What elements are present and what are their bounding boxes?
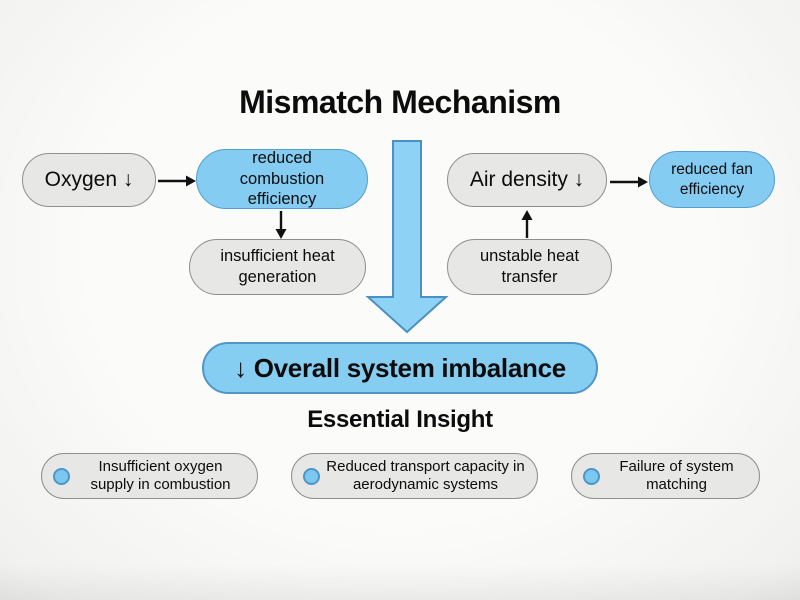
arrow-oxygen-to-combustion-icon xyxy=(158,175,196,187)
node-reduced-fan-efficiency-label: reduced fan efficiency xyxy=(671,161,753,198)
insight-pill-system-matching: Failure of system matching xyxy=(571,453,760,499)
node-air-density: Air density ↓ xyxy=(447,153,607,207)
bullet-dot-icon xyxy=(303,467,320,485)
node-reduced-combustion-efficiency-label: reduced combustion efficiency xyxy=(239,149,325,209)
node-air-density-label: Air density ↓ xyxy=(469,167,585,191)
node-reduced-combustion-efficiency: reduced combustion efficiency xyxy=(196,149,368,209)
node-unstable-heat-transfer: unstable heat transfer xyxy=(447,239,612,295)
node-oxygen: Oxygen ↓ xyxy=(22,153,156,207)
banner-label: ↓ Overall system imbalance xyxy=(234,352,566,383)
insight-pill-label: Insufficient oxygen supply in combustion xyxy=(90,457,231,493)
arrow-density-to-fan-icon xyxy=(610,176,648,188)
node-reduced-fan-efficiency: reduced fan efficiency xyxy=(649,151,775,208)
insight-pill-oxygen-supply: Insufficient oxygen supply in combustion xyxy=(41,453,258,499)
node-insufficient-heat-generation: insufficient heat generation xyxy=(189,239,366,295)
insight-pill-transport-capacity: Reduced transport capacity in aerodynami… xyxy=(291,453,538,499)
bullet-dot-icon xyxy=(53,467,70,485)
node-insufficient-heat-generation-label: insufficient heat generation xyxy=(220,247,335,286)
bullet-dot-icon xyxy=(583,467,600,485)
arrow-transfer-to-density-icon xyxy=(521,210,533,238)
essential-insight-heading: Essential Insight xyxy=(307,406,493,433)
banner-overall-system-imbalance: ↓ Overall system imbalance xyxy=(202,342,598,394)
diagram-title: Mismatch Mechanism xyxy=(239,84,561,120)
arrow-combustion-to-heat-icon xyxy=(275,211,287,239)
insight-pill-label: Failure of system matching xyxy=(619,457,734,493)
insight-pill-label: Reduced transport capacity in aerodynami… xyxy=(326,457,525,493)
node-unstable-heat-transfer-label: unstable heat transfer xyxy=(479,247,580,286)
big-down-arrow-icon xyxy=(365,140,449,334)
node-oxygen-label: Oxygen ↓ xyxy=(44,167,134,191)
